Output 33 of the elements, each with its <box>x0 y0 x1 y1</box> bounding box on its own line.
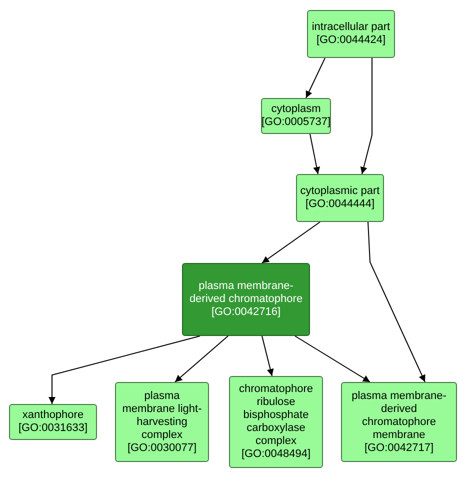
term-id: [GO:0030077] <box>127 442 197 454</box>
term-name: cytoplasmic part <box>300 185 380 198</box>
term-id: [GO:0042716] <box>211 306 281 319</box>
term-box <box>115 382 209 462</box>
term-name: intracellular part <box>312 21 390 34</box>
term-id: [GO:0005737] <box>261 116 331 129</box>
term-name: plasma membrane light-harvesting complex <box>121 390 203 442</box>
arrow <box>368 222 426 382</box>
arrow <box>310 134 320 174</box>
arrow <box>294 336 370 382</box>
term-name: cytoplasm <box>271 103 321 116</box>
term-name: plasma membrane-derived chromatophore membrane <box>350 390 448 442</box>
term-box <box>229 376 323 468</box>
term-box <box>341 382 457 462</box>
term-name: plasma membrane-derived chromatophore <box>188 280 304 306</box>
term-name: chromatophore ribulose bisphosphate carboxylase complex <box>238 383 314 448</box>
term-box <box>261 98 331 134</box>
term-box <box>9 404 97 440</box>
term-box <box>307 10 395 58</box>
term-id: [GO:0044444] <box>305 198 375 211</box>
term-name: xanthophore <box>22 409 84 422</box>
term-id: [GO:0044424] <box>316 34 386 47</box>
term-id: [GO:0031633] <box>18 422 88 435</box>
arrow <box>48 336 200 404</box>
arrow <box>174 336 228 382</box>
arrow <box>360 58 372 174</box>
arrow <box>306 58 326 98</box>
arrow <box>262 336 274 376</box>
arrow <box>262 222 320 264</box>
term-id: [GO:0042717] <box>364 442 434 454</box>
term-box <box>182 263 310 336</box>
term-id: [GO:0048494] <box>241 448 311 461</box>
term-box <box>296 174 384 222</box>
